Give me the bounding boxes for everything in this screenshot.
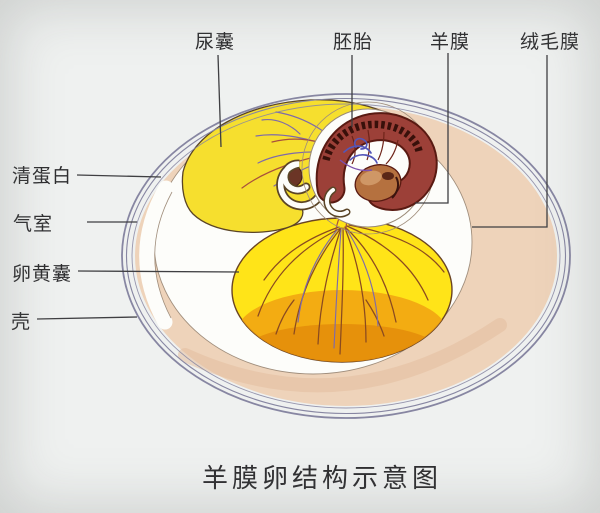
embryo-body bbox=[317, 114, 436, 209]
label-shell: 壳 bbox=[11, 311, 31, 333]
diagram-title: 羊膜卵结构示意图 bbox=[202, 464, 442, 493]
label-chorion: 绒毛膜 bbox=[520, 31, 580, 53]
embryo-snout-line bbox=[391, 176, 400, 199]
embryo-head-marking bbox=[382, 172, 394, 180]
embryo-vessels bbox=[339, 137, 378, 172]
leader-yolk-sac bbox=[77, 270, 240, 273]
amnion-fold-curl bbox=[323, 186, 351, 218]
label-albumen: 清蛋白 bbox=[12, 165, 72, 187]
leader-lines bbox=[36, 53, 548, 320]
embryo-somites bbox=[322, 120, 423, 162]
leader-shell bbox=[36, 316, 138, 320]
label-air-chamber: 气室 bbox=[13, 213, 53, 235]
leader-albumen bbox=[76, 174, 162, 178]
label-embryo: 胚胎 bbox=[333, 31, 373, 53]
leader-allantois bbox=[217, 54, 222, 148]
leader-amnion bbox=[415, 53, 449, 204]
shell-outline bbox=[121, 93, 571, 419]
embryo-head-highlight bbox=[360, 170, 382, 186]
labels: 尿囊 胚胎 羊膜 绒毛膜 清蛋白 气室 卵黄囊 壳 羊膜卵结构示意图 bbox=[11, 31, 580, 493]
membrane-curl bbox=[276, 159, 323, 211]
embryo-rib-texture bbox=[351, 129, 399, 165]
albumen-bottom-shading bbox=[178, 318, 507, 393]
air-chamber-membrane-line bbox=[154, 191, 173, 319]
label-amnion: 羊膜 bbox=[430, 31, 470, 53]
yolk-vessels bbox=[257, 201, 445, 355]
label-allantois: 尿囊 bbox=[195, 31, 235, 53]
embryo-figure bbox=[301, 101, 438, 235]
leader-chorion bbox=[472, 55, 548, 228]
label-yolk-sac: 卵黄囊 bbox=[12, 263, 72, 285]
air-chamber-region bbox=[139, 180, 174, 330]
